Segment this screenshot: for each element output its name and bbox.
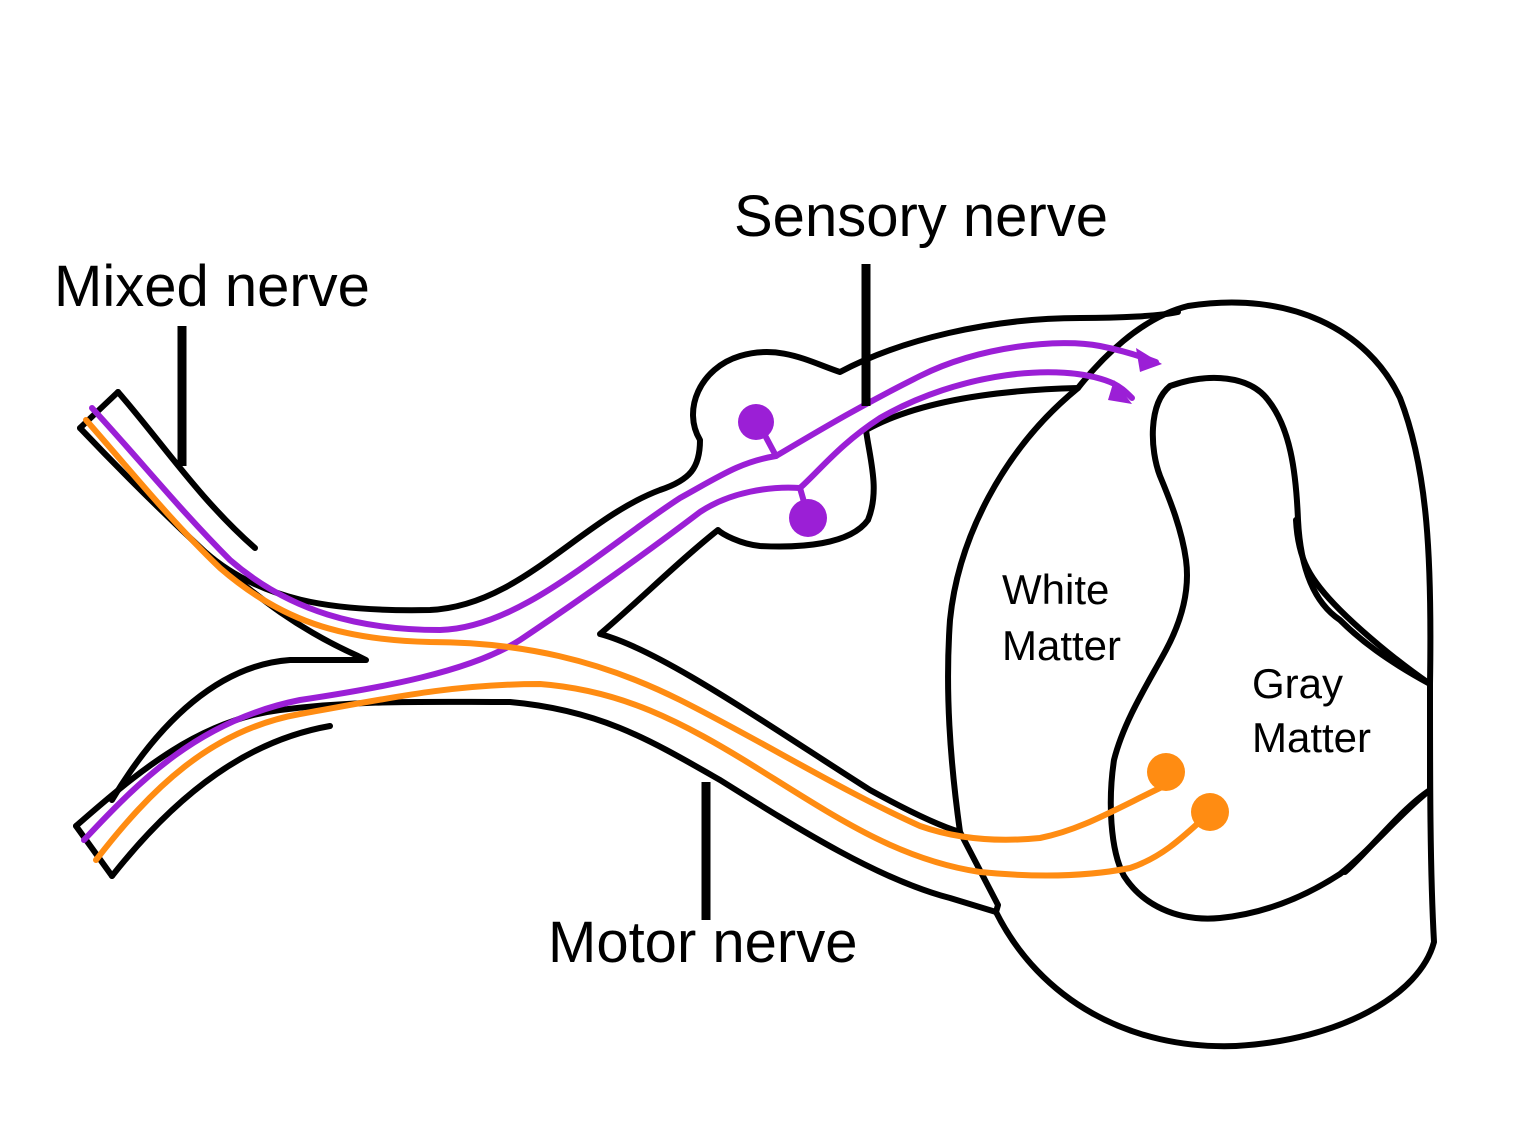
mixed-nerve-upper-edge xyxy=(115,389,258,551)
white-matter-label-line1: White xyxy=(1002,566,1109,613)
sensory-arrowhead-lower xyxy=(1108,380,1132,404)
sensory-neuron-cell-body-lower xyxy=(789,499,827,537)
sensory-fiber-lower xyxy=(81,369,1135,843)
motor-neuron-cell-body-lower xyxy=(1191,793,1229,831)
sensory-nerve-label: Sensory nerve xyxy=(734,184,1108,249)
gray-matter-outline xyxy=(1107,374,1433,922)
lower-nerve-tip xyxy=(73,823,115,879)
gray-matter-label-line2: Matter xyxy=(1252,714,1371,761)
nerve-upper-outline xyxy=(77,309,1181,614)
gray-matter-label-line1: Gray xyxy=(1252,660,1343,707)
motor-neuron-cell-body-upper xyxy=(1147,753,1185,791)
mixed-nerve-label: Mixed nerve xyxy=(54,254,370,319)
white-matter-label-line2: Matter xyxy=(1002,622,1121,669)
sensory-fiber-upper xyxy=(89,340,1159,633)
spinal-cord-outline xyxy=(945,299,1437,1050)
motor-fiber-lower xyxy=(93,681,1209,879)
motor-nerve-label: Motor nerve xyxy=(548,910,857,975)
sensory-neuron-cell-body-upper xyxy=(738,404,774,440)
sensory-arrowhead-upper xyxy=(1136,348,1162,372)
lower-nerve-bottom-edge xyxy=(109,723,333,879)
motor-fiber-upper xyxy=(83,417,1167,843)
